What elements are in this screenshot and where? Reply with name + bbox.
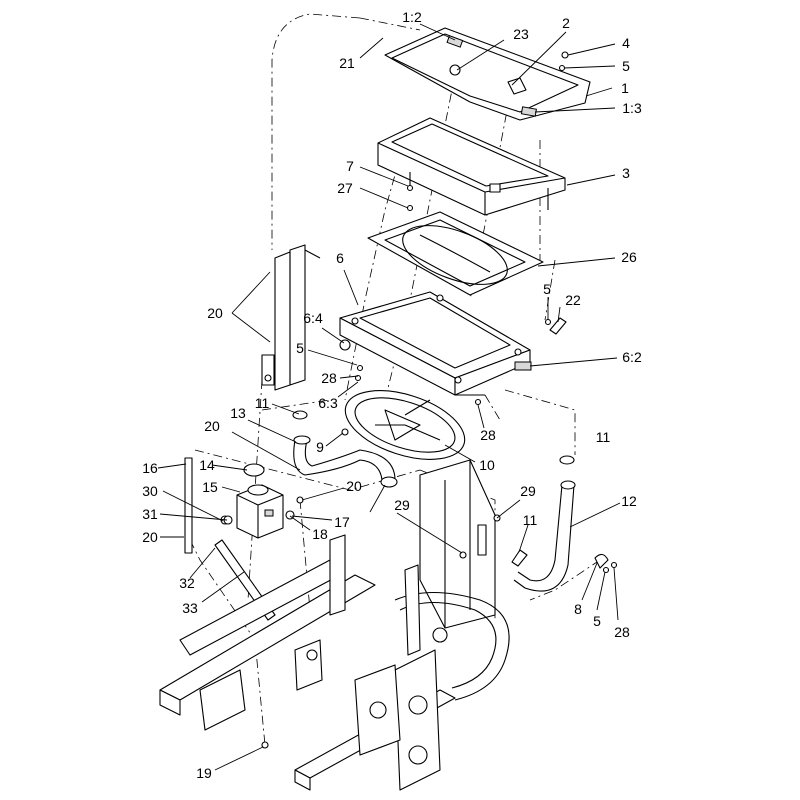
tray-box-part (377, 117, 566, 216)
reservoir-part (236, 463, 284, 539)
callout-12: 12 (621, 493, 637, 509)
callout-6: 6 (336, 250, 344, 266)
gasket-frame-part (367, 211, 544, 296)
callout-16: 16 (142, 460, 158, 476)
mounting-panel-part (339, 291, 532, 396)
callout-5-top: 5 (622, 58, 630, 74)
callout-27: 27 (337, 180, 353, 196)
callout-6-2: 6:2 (622, 349, 642, 365)
callout-8: 8 (574, 601, 582, 617)
callout-2: 2 (562, 15, 570, 31)
callout-28-right: 28 (480, 427, 496, 443)
callout-11-right: 11 (596, 429, 611, 445)
callout-32: 32 (179, 575, 195, 591)
callout-31: 31 (142, 506, 158, 522)
assembly-guide-lines (189, 13, 601, 746)
callout-1-3: 1:3 (622, 100, 642, 116)
top-plate-part (384, 27, 591, 121)
callout-13: 13 (230, 405, 246, 421)
callout-3: 3 (622, 165, 630, 181)
callout-11-lower: 11 (523, 512, 538, 528)
callout-1-2: 1:2 (402, 9, 422, 25)
fan-shroud-part (344, 390, 466, 460)
left-bracket-part (261, 244, 321, 391)
callout-29-right: 29 (520, 483, 536, 499)
callout-21: 21 (339, 55, 355, 71)
callout-5-panel: 5 (296, 340, 304, 356)
callout-20-reservoir: 20 (346, 478, 362, 494)
rod-part (184, 457, 193, 554)
hardware-parts (223, 51, 618, 749)
callout-28-panel: 28 (321, 370, 337, 386)
frame-chassis-part (159, 534, 510, 791)
callout-20-rod: 20 (142, 529, 158, 545)
callout-15: 15 (202, 479, 218, 495)
callout-22: 22 (565, 292, 581, 308)
callout-5-middle: 5 (543, 281, 551, 297)
callout-19: 19 (196, 765, 212, 781)
callout-5-bottom: 5 (593, 613, 601, 629)
callout-6-4: 6:4 (303, 310, 323, 326)
leader-lines (157, 23, 621, 771)
hose-part (292, 410, 398, 488)
callout-23: 23 (513, 26, 529, 42)
callout-10: 10 (479, 457, 495, 473)
callout-9: 9 (316, 439, 324, 455)
callout-20-hose: 20 (204, 418, 220, 434)
callout-18: 18 (312, 526, 328, 542)
callout-30: 30 (142, 483, 158, 499)
callout-28-bottom: 28 (614, 624, 630, 640)
callout-labels: 1:2 2 23 4 5 21 1 1:3 3 7 27 6 26 5 22 2… (142, 9, 642, 781)
callout-33: 33 (182, 600, 198, 616)
right-hose-part (513, 455, 576, 592)
callout-6-3: 6:3 (318, 395, 338, 411)
callout-4: 4 (622, 35, 630, 51)
callout-17: 17 (334, 514, 350, 530)
callout-11-left: 11 (255, 395, 270, 411)
callout-26: 26 (621, 249, 637, 265)
callout-7: 7 (346, 158, 354, 174)
callout-29-plate: 29 (394, 497, 410, 513)
callout-20-bracket: 20 (207, 305, 223, 321)
callout-14: 14 (199, 457, 215, 473)
callout-1: 1 (621, 80, 629, 96)
